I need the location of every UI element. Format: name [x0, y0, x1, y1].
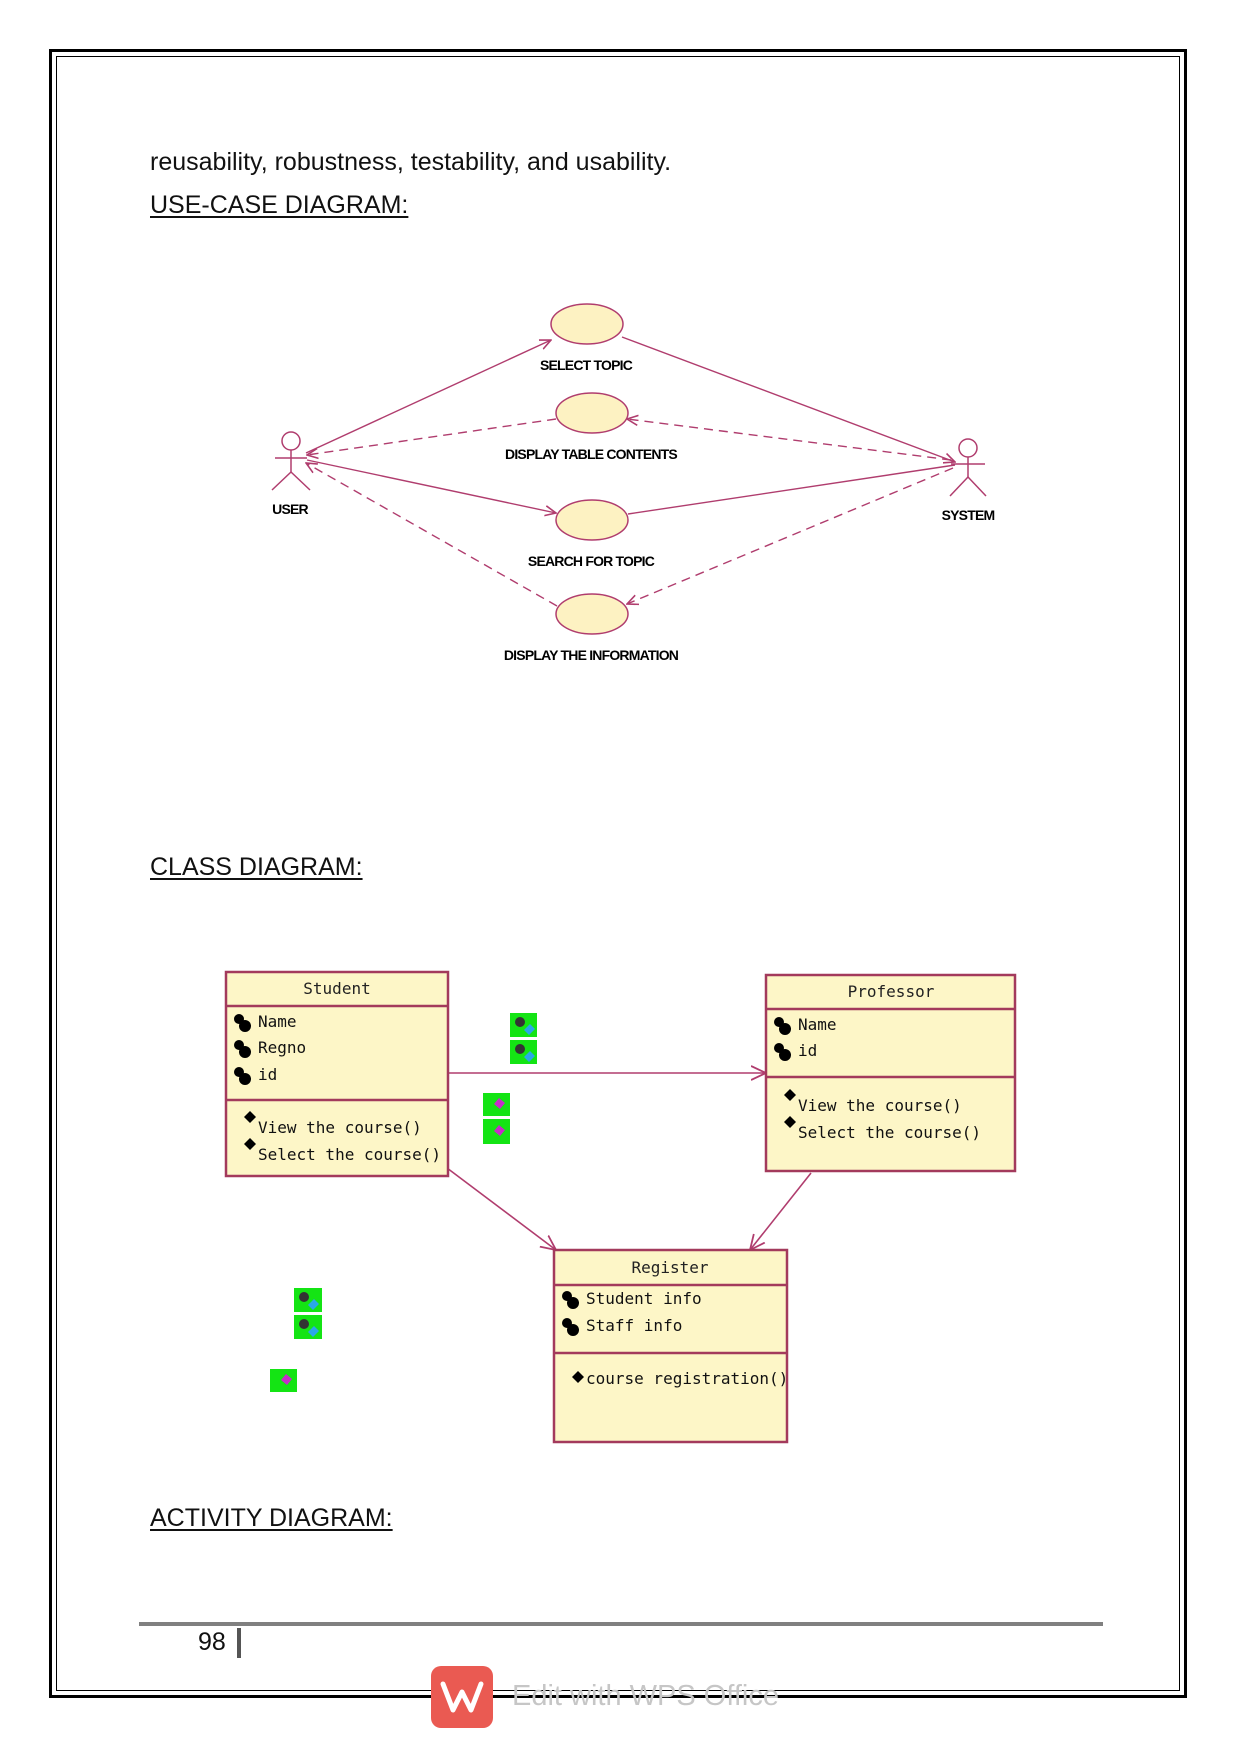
- intro-text: reusability, robustness, testability, an…: [150, 148, 672, 176]
- attribute-marker-icon: [510, 1013, 537, 1037]
- student-class: Student Name Regno id View the course() …: [224, 970, 450, 1178]
- wps-watermark-text[interactable]: Edit with WPS Office: [512, 1680, 779, 1712]
- attribute-icon: [562, 1318, 579, 1336]
- wps-w-glyph: [440, 1681, 484, 1713]
- user-actor: [271, 431, 311, 491]
- attribute-marker-icon: [294, 1288, 322, 1312]
- operation-marker-icon: [270, 1369, 297, 1392]
- attribute-icon: [234, 1014, 251, 1032]
- use-case-search-for-topic: [555, 499, 629, 541]
- professor-operation: View the course(): [798, 1096, 962, 1115]
- activity-diagram-heading: ACTIVITY DIAGRAM:: [150, 1504, 393, 1532]
- student-operation: Select the course(): [258, 1145, 441, 1164]
- attribute-marker-icon: [294, 1315, 322, 1339]
- operation-icon: [572, 1371, 584, 1383]
- student-attribute: id: [258, 1065, 277, 1084]
- use-case-label: SELECT TOPIC: [540, 357, 633, 373]
- operation-icon: [244, 1111, 256, 1123]
- register-operation: course registration(): [586, 1369, 788, 1388]
- professor-attribute: id: [798, 1041, 817, 1060]
- attribute-icon: [234, 1067, 251, 1085]
- professor-attribute: Name: [798, 1015, 837, 1034]
- use-case-associations: [306, 336, 955, 607]
- use-case-heading: USE-CASE DIAGRAM:: [150, 191, 409, 219]
- system-actor-label: SYSTEM: [942, 507, 995, 523]
- attribute-icon: [774, 1017, 791, 1035]
- wps-logo-icon[interactable]: [431, 1666, 493, 1728]
- page-border-inner: [56, 56, 1180, 1691]
- operation-marker-icon: [483, 1119, 510, 1144]
- use-case-select-topic: [550, 303, 624, 345]
- use-case-label: SEARCH FOR TOPIC: [528, 553, 655, 569]
- class-diagram-heading: CLASS DIAGRAM:: [150, 853, 363, 881]
- register-attribute: Staff info: [586, 1316, 682, 1335]
- page-border: [49, 49, 1187, 1698]
- use-case-label: DISPLAY TABLE CONTENTS: [505, 446, 677, 462]
- register-class: Register Student info Staff info course …: [552, 1248, 788, 1444]
- register-attribute: Student info: [586, 1289, 702, 1308]
- stray-marker-icons: [270, 1013, 537, 1392]
- attribute-icon: [562, 1291, 579, 1309]
- class-associations: [446, 1073, 812, 1250]
- operation-marker-icon: [483, 1093, 510, 1116]
- user-actor-label: USER: [272, 501, 308, 517]
- use-case-display-table-contents: [555, 392, 629, 434]
- class-diagram: Student Name Regno id View the course() …: [224, 970, 1017, 1444]
- student-attribute: Regno: [258, 1038, 306, 1057]
- register-class-name: Register: [631, 1258, 708, 1277]
- system-actor: [949, 438, 987, 497]
- attribute-icon: [774, 1043, 791, 1061]
- use-case-diagram: USER SYSTEM SELECT TOPIC DISPLAY TABLE C…: [271, 303, 995, 663]
- professor-operation: Select the course(): [798, 1123, 981, 1142]
- page-number-bar: [237, 1628, 241, 1658]
- student-operation: View the course(): [258, 1118, 422, 1137]
- page-number: 98: [198, 1628, 226, 1656]
- professor-class: Professor Name id View the course() Sele…: [764, 973, 1017, 1173]
- footer-rule: [139, 1622, 1103, 1626]
- operation-icon: [244, 1138, 256, 1150]
- operation-icon: [784, 1089, 796, 1101]
- attribute-icon: [234, 1040, 251, 1058]
- student-class-name: Student: [303, 979, 370, 998]
- operation-icon: [784, 1116, 796, 1128]
- attribute-marker-icon: [510, 1040, 537, 1064]
- use-case-label: DISPLAY THE INFORMATION: [504, 647, 679, 663]
- student-attribute: Name: [258, 1012, 297, 1031]
- professor-class-name: Professor: [848, 982, 935, 1001]
- use-case-display-information: [555, 593, 629, 635]
